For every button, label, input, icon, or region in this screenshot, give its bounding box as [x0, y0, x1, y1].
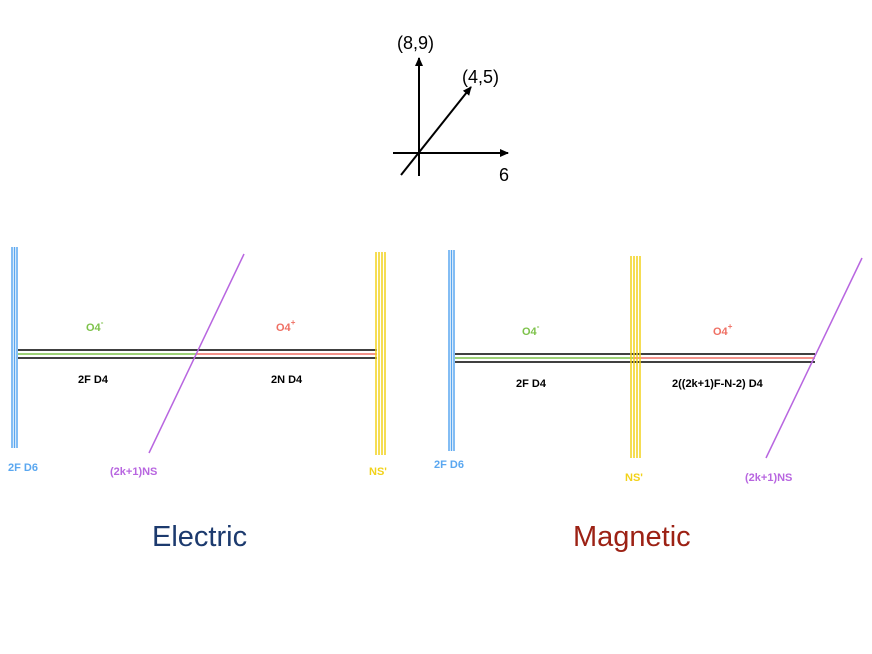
magnetic-nsprime-label: NS'	[625, 472, 643, 484]
magnetic-title: Magnetic	[573, 521, 691, 553]
electric-diagram: O4- O4+ 2F D4 2N D4 2F D6 (2k+1)NS NS' E…	[8, 247, 387, 553]
electric-o4-plus-label: O4+	[276, 318, 296, 334]
electric-right-d4-label: 2N D4	[271, 374, 303, 386]
electric-title: Electric	[152, 521, 247, 553]
electric-nsprime-branes	[375, 252, 386, 455]
electric-d4-left	[18, 349, 197, 359]
magnetic-nsprime-branes	[630, 256, 641, 458]
electric-d6-label: 2F D6	[8, 462, 38, 474]
magnetic-ns-brane	[765, 257, 863, 459]
diagonal-axis-label: (4,5)	[462, 67, 499, 87]
magnetic-d4-right	[633, 353, 815, 363]
diagonal-axis	[400, 86, 472, 176]
magnetic-ns-label: (2k+1)NS	[745, 472, 792, 484]
coordinate-axes: (8,9) (4,5) 6	[393, 33, 509, 185]
electric-o4-minus-label: O4-	[86, 318, 104, 334]
y-axis-label: (8,9)	[397, 33, 434, 53]
magnetic-d6-branes	[448, 250, 455, 451]
magnetic-left-d4-label: 2F D4	[516, 378, 547, 390]
electric-d4-right	[197, 349, 377, 359]
electric-d6-branes	[11, 247, 18, 448]
electric-nsprime-label: NS'	[369, 466, 387, 478]
magnetic-diagram: O4- O4+ 2F D4 2((2k+1)F-N-2) D4 2F D6 NS…	[434, 250, 863, 553]
x-axis-label: 6	[499, 165, 509, 185]
magnetic-d6-label: 2F D6	[434, 459, 464, 471]
magnetic-right-d4-label: 2((2k+1)F-N-2) D4	[672, 378, 764, 390]
electric-ns-brane	[148, 253, 245, 454]
magnetic-o4-plus-label: O4+	[713, 322, 733, 338]
magnetic-d4-left	[455, 353, 633, 363]
magnetic-o4-minus-label: O4-	[522, 322, 540, 338]
electric-ns-label: (2k+1)NS	[110, 466, 157, 478]
electric-left-d4-label: 2F D4	[78, 374, 109, 386]
